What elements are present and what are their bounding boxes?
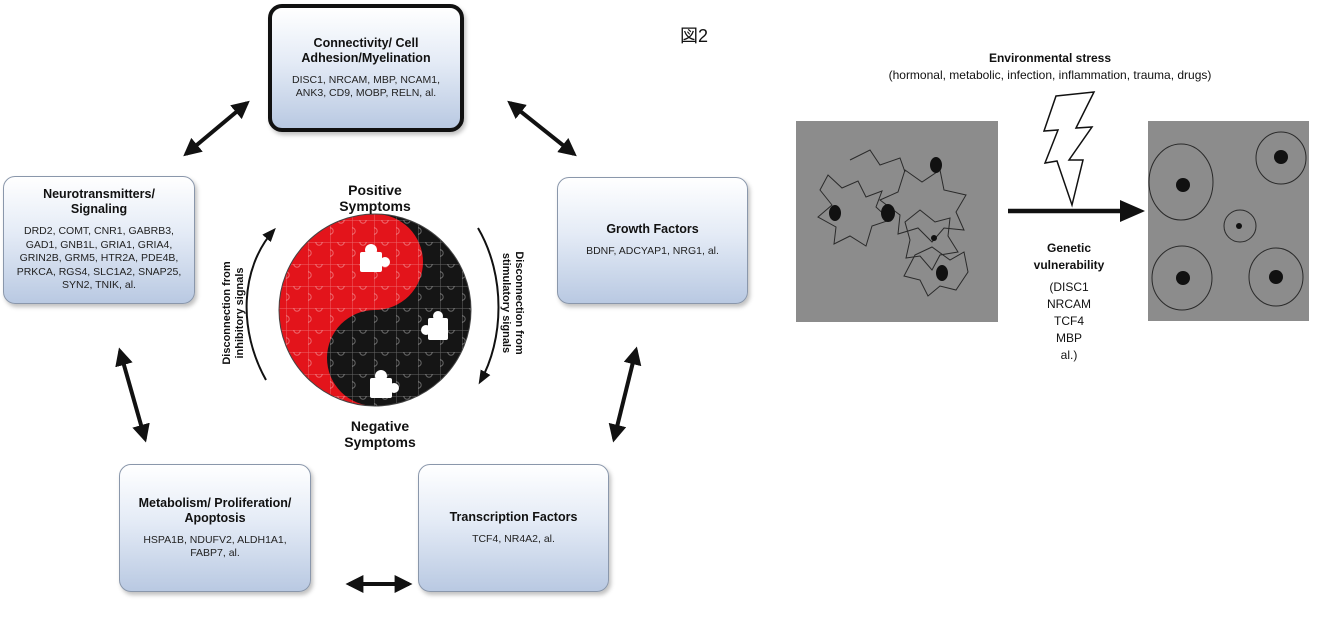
missing-piece-bottom bbox=[370, 370, 399, 398]
transcription-title: Transcription Factors bbox=[449, 509, 578, 524]
arrow-connectivity-growth bbox=[507, 100, 577, 157]
neurotransmitters-title: Neurotransmitters/ Signaling bbox=[43, 187, 155, 217]
connectivity-title: Connectivity/ Cell Adhesion/Myelination bbox=[301, 35, 431, 65]
environmental-stress-subtitle: (hormonal, metabolic, infection, inflamm… bbox=[888, 68, 1212, 82]
before-panel bbox=[796, 121, 998, 322]
connectivity-box: Connectivity/ Cell Adhesion/Myelination … bbox=[268, 4, 464, 132]
left-arc-label: Disconnection from inhibitory signals bbox=[221, 243, 247, 383]
healthy-nuclei bbox=[1176, 150, 1288, 285]
genetic-list-item: TCF4 bbox=[1054, 314, 1084, 328]
genetic-list-item: al.) bbox=[1060, 348, 1078, 362]
arrow-growth-transcription bbox=[608, 346, 642, 443]
genetic-list-item: (DISC1 bbox=[1049, 280, 1089, 294]
genetic-vulnerability-title: Genetic vulnerability bbox=[1033, 241, 1105, 272]
negative-symptoms-label: Negative Symptoms bbox=[344, 418, 416, 450]
genetic-list-item: MBP bbox=[1055, 331, 1082, 345]
stressed-nuclei bbox=[829, 157, 948, 281]
yin-yang-puzzle bbox=[278, 213, 472, 407]
neurotransmitters-box: Neurotransmitters/ Signaling DRD2, COMT,… bbox=[3, 176, 195, 304]
connectivity-genes: DISC1, NRCAM, MBP, NCAM1, ANK3, CD9, MOB… bbox=[292, 73, 440, 100]
genetic-list: (DISC1 NRCAM TCF4 MBP al.) bbox=[1034, 279, 1104, 364]
transcription-genes: TCF4, NR4A2, al. bbox=[472, 532, 555, 545]
genetic-list-item: NRCAM bbox=[1047, 297, 1091, 311]
positive-symptoms-label: Positive Symptoms bbox=[339, 182, 411, 214]
lightning-bolt-icon bbox=[1042, 91, 1096, 208]
healthy-cells bbox=[1148, 131, 1307, 311]
left-arc-arrow bbox=[245, 227, 276, 381]
environmental-stress-title: Environmental stress bbox=[988, 51, 1112, 65]
left-arc-label-text: Disconnection from inhibitory signals bbox=[221, 261, 246, 365]
arrow-connectivity-neurotransmitters bbox=[183, 100, 250, 157]
missing-piece-right bbox=[421, 311, 448, 340]
right-arc-arrow bbox=[477, 227, 500, 385]
figure-label: 図2 bbox=[680, 26, 709, 46]
transcription-box: Transcription Factors TCF4, NR4A2, al. bbox=[418, 464, 609, 592]
metabolism-title: Metabolism/ Proliferation/ Apoptosis bbox=[138, 495, 292, 525]
right-arc-label: Disconnection from stimulatory signals bbox=[499, 233, 525, 373]
after-panel bbox=[1148, 121, 1309, 321]
arrow-neurotransmitters-metabolism bbox=[115, 347, 150, 443]
growth-factors-genes: BDNF, ADCYAP1, NRG1, al. bbox=[586, 245, 719, 258]
neurotransmitters-genes: DRD2, COMT, CNR1, GABRB3, GAD1, GNB1L, G… bbox=[16, 225, 182, 292]
growth-factors-box: Growth Factors BDNF, ADCYAP1, NRG1, al. bbox=[557, 177, 748, 304]
metabolism-box: Metabolism/ Proliferation/ Apoptosis HSP… bbox=[119, 464, 311, 592]
growth-factors-title: Growth Factors bbox=[606, 222, 699, 237]
stressed-cells bbox=[817, 149, 969, 297]
missing-piece-top bbox=[360, 244, 390, 272]
right-arc-label-text: Disconnection from stimulatory signals bbox=[500, 251, 525, 355]
transition-arrowhead bbox=[1120, 200, 1145, 222]
metabolism-genes: HSPA1B, NDUFV2, ALDH1A1, FABP7, al. bbox=[143, 533, 287, 560]
